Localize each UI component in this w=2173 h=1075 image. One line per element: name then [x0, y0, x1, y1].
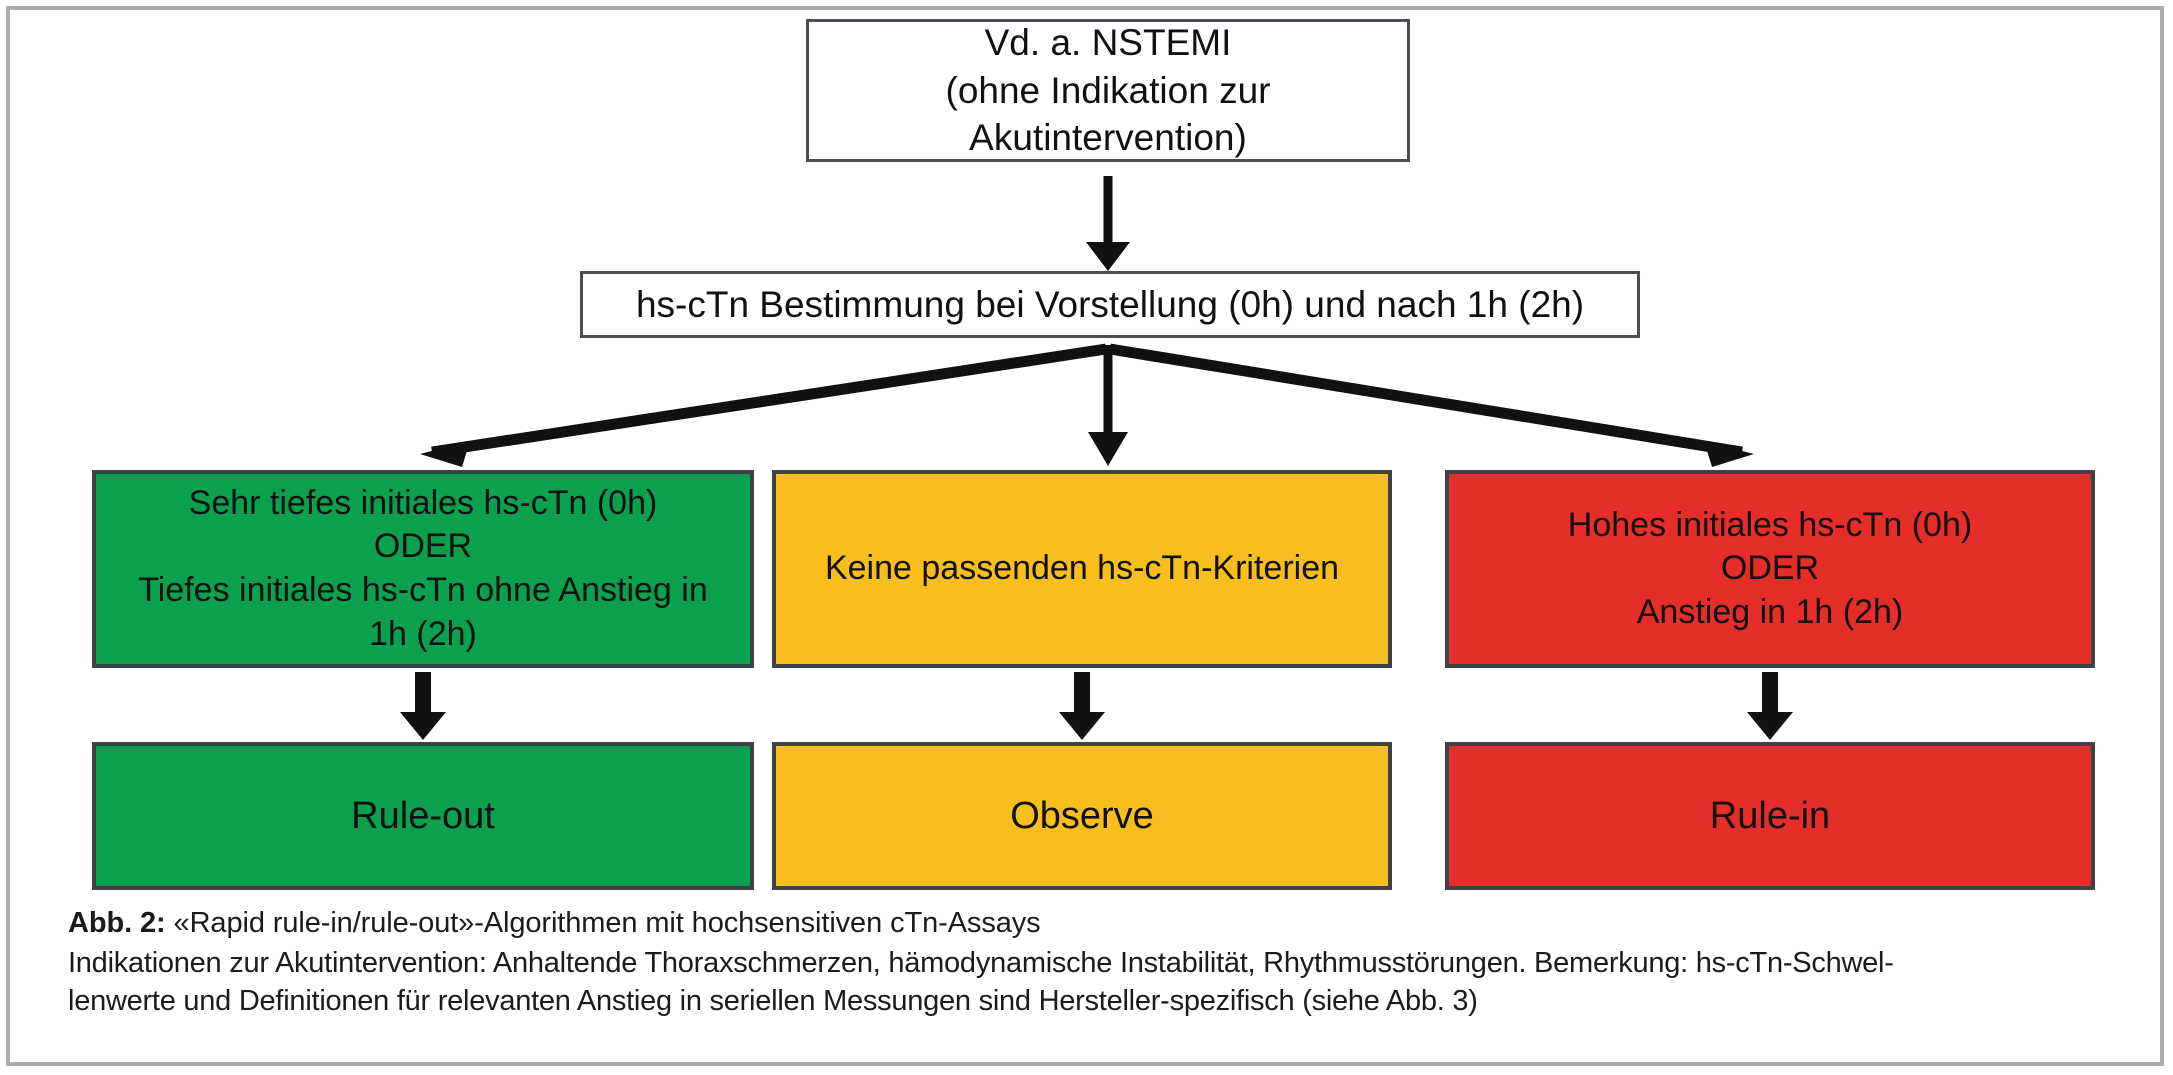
edge-branch-right [1109, 343, 1754, 467]
node-outcome-yellow-label: Observe [1010, 794, 1154, 837]
edge-branch-center [1088, 345, 1128, 466]
node-criteria-low-hs-ctn: Sehr tiefes initiales hs-cTn (0h) ODER T… [92, 470, 754, 668]
node-criteria-high-hs-ctn: Hohes initiales hs-cTn (0h) ODER Anstieg… [1445, 470, 2095, 668]
node-criteria-green-label: Sehr tiefes initiales hs-cTn (0h) ODER T… [138, 483, 708, 653]
node-criteria-no-match: Keine passenden hs-cTn-Kriterien [772, 470, 1392, 668]
node-suspicion-nstemi: Vd. a. NSTEMI (ohne Indikation zur Akuti… [806, 19, 1410, 162]
caption-title-line: Abb. 2: «Rapid rule-in/rule-out»-Algorit… [68, 905, 2128, 943]
figure-caption: Abb. 2: «Rapid rule-in/rule-out»-Algorit… [68, 905, 2128, 1021]
node-hs-ctn-measurement: hs-cTn Bestimmung bei Vorstellung (0h) u… [580, 271, 1640, 338]
node-measurement-label: hs-cTn Bestimmung bei Vorstellung (0h) u… [635, 283, 1585, 325]
caption-body-line-1: Indikationen zur Akutintervention: Anhal… [68, 946, 1894, 979]
node-outcome-rule-in: Rule-in [1445, 742, 2095, 890]
edge-green-to-ruleout [400, 672, 446, 740]
node-outcome-rule-out: Rule-out [92, 742, 754, 890]
node-outcome-red-label: Rule-in [1709, 794, 1831, 837]
node-outcome-green-label: Rule-out [351, 794, 495, 837]
node-outcome-observe: Observe [772, 742, 1392, 890]
node-suspicion-label: Vd. a. NSTEMI (ohne Indikation zur Akuti… [945, 22, 1271, 159]
caption-body: Indikationen zur Akutintervention: Anhal… [68, 945, 2128, 1021]
edge-branch-left [420, 343, 1107, 467]
caption-figure-label: Abb. 2: [68, 907, 166, 939]
node-criteria-yellow-label: Keine passenden hs-cTn-Kriterien [824, 549, 1340, 588]
caption-title: «Rapid rule-in/rule-out»-Algorithmen mit… [173, 907, 1041, 939]
edge-yellow-to-observe [1059, 672, 1105, 740]
node-criteria-red-label: Hohes initiales hs-cTn (0h) ODER Anstieg… [1567, 505, 1973, 631]
edge-red-to-rulein [1747, 672, 1793, 740]
edge-suspicion-to-measurement [1086, 176, 1130, 271]
caption-body-line-2: lenwerte und Definitionen für relevanten… [68, 984, 1478, 1017]
